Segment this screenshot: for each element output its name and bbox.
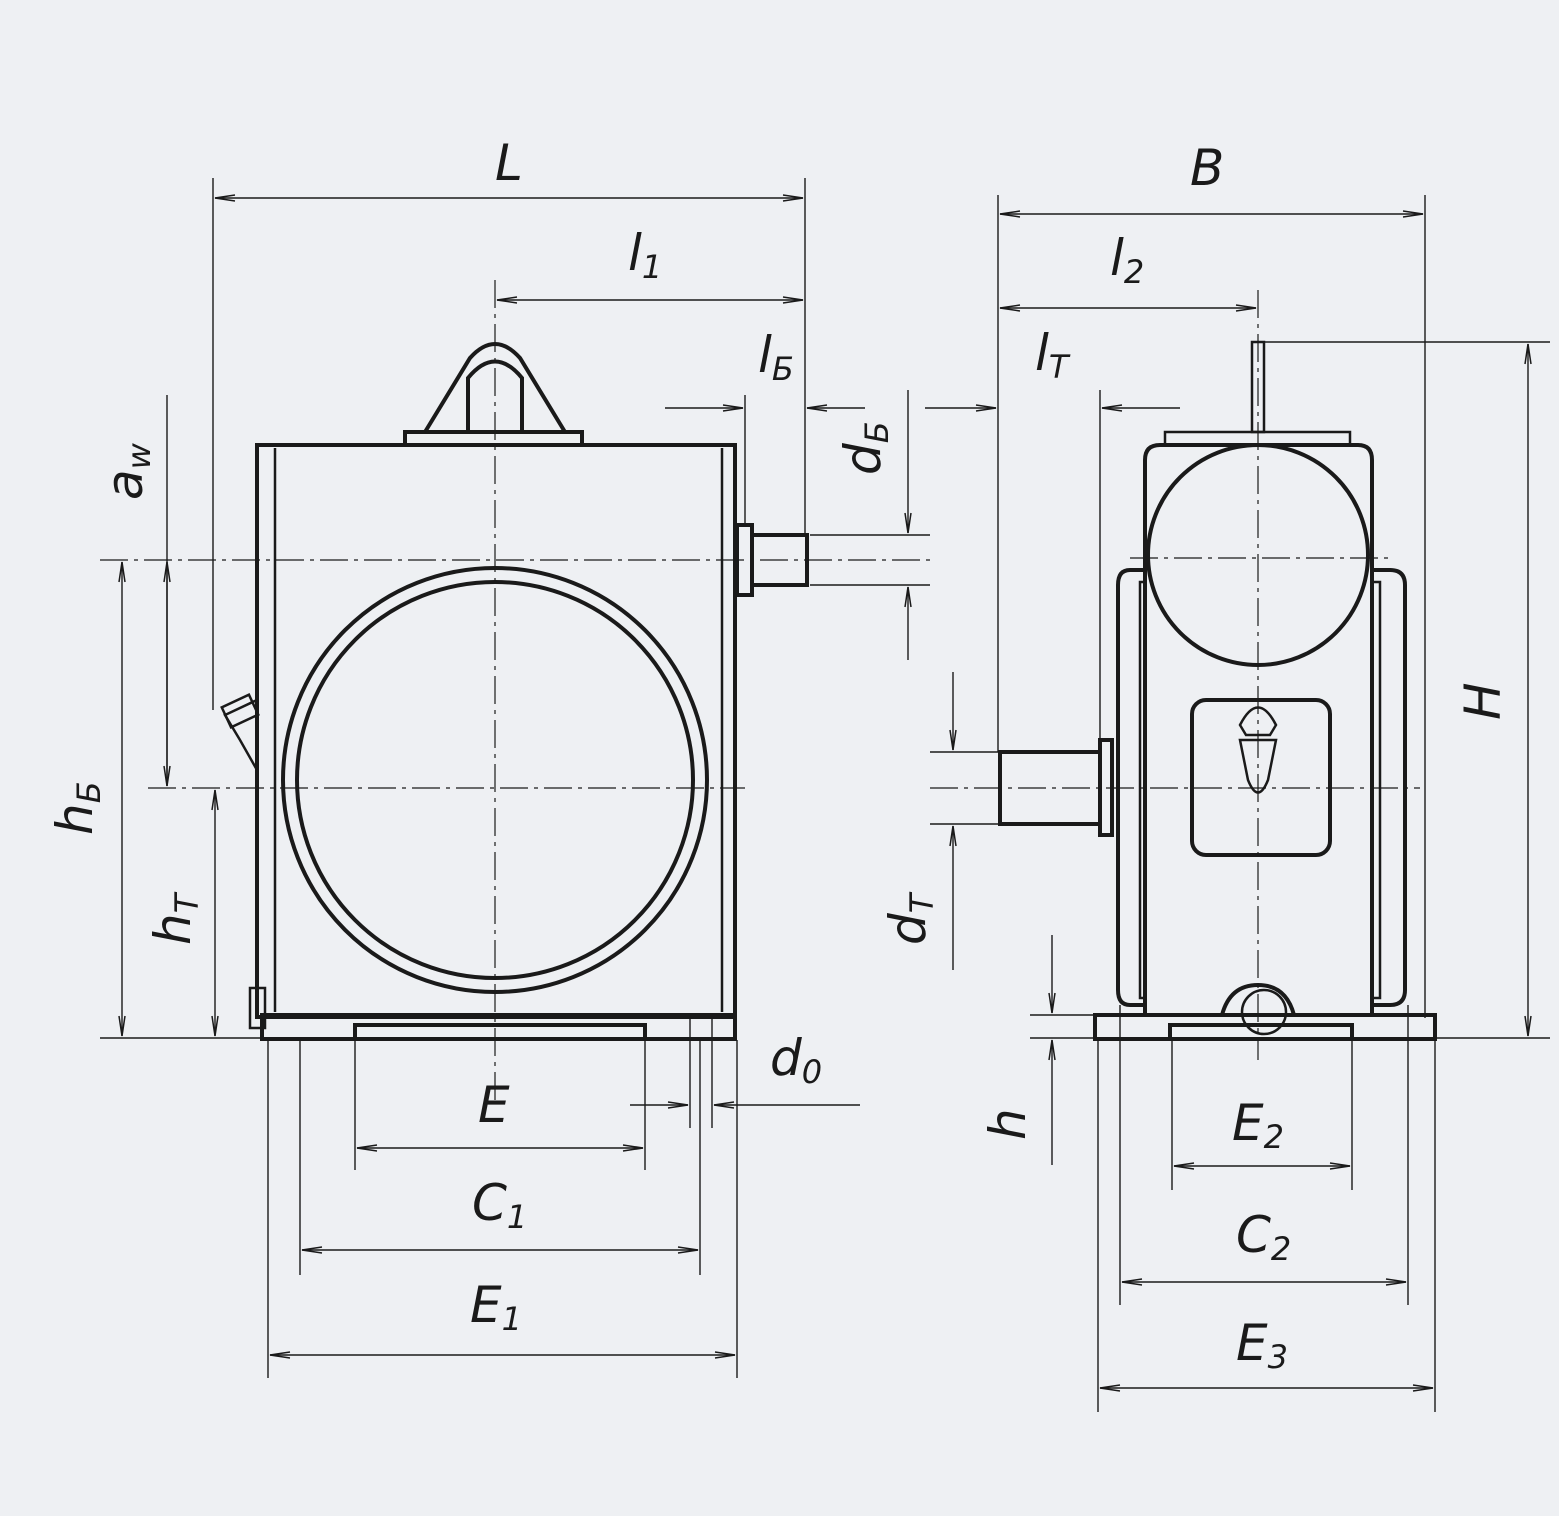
lifting-base [403,430,584,445]
breather-icon [1238,706,1278,737]
label-lb: lБ [758,326,794,388]
inspection-cover [1190,698,1332,857]
label-E3: E3 [1236,1314,1288,1376]
side-view [925,195,1550,1412]
label-lt: lT [1035,324,1071,386]
label-ht: hT [144,891,206,945]
label-E2: E2 [1232,1094,1284,1156]
label-E1: E1 [470,1276,522,1338]
dimension-labels: L l1 lБ aw dБ hБ hT d0 E C1 E1 B l2 lT H… [46,134,1512,1376]
label-C1: C1 [472,1174,527,1236]
label-B: B [1190,139,1224,197]
label-C2: C2 [1236,1206,1291,1268]
label-hb: hБ [46,781,108,835]
housing-body [255,443,737,1019]
front-view [100,178,930,1378]
label-L: L [495,134,523,192]
oil-plug [223,698,259,771]
label-aw: aw [96,442,158,500]
label-H: H [1454,682,1512,720]
label-d0: d0 [770,1029,822,1091]
label-l2: l2 [1110,229,1144,291]
label-E: E [478,1076,510,1134]
label-l1: l1 [628,224,662,286]
label-dt: dT [879,891,941,945]
side-base-plate [1093,1013,1437,1041]
label-h: h [979,1108,1037,1140]
label-db: dБ [834,421,896,475]
